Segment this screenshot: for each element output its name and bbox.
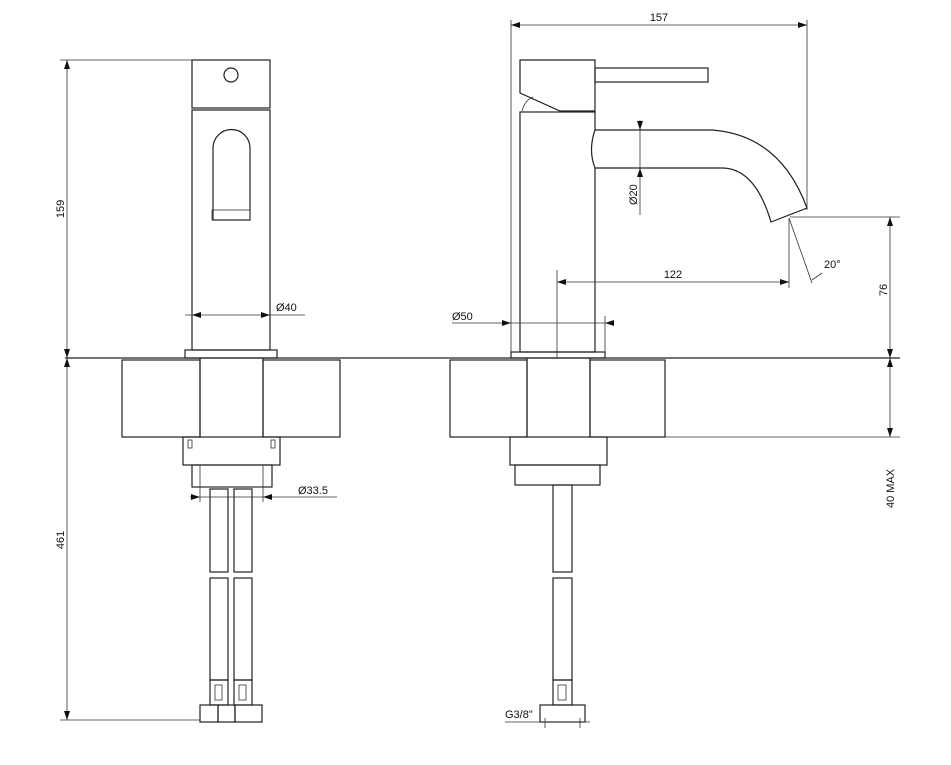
front-body: [191, 109, 271, 351]
side-base-plate: [510, 351, 606, 359]
aerator: [211, 209, 251, 221]
front-view: 159 461 Ø40 Ø33.5: [55, 59, 341, 723]
counter-section-left: [121, 359, 201, 438]
thread-label: G3/8": [505, 709, 533, 721]
side-hose: [539, 484, 586, 723]
spout-reach-label: 122: [664, 269, 682, 281]
counter-thickness-label: 40 MAX: [885, 468, 897, 508]
base-diameter-label: Ø50: [452, 311, 473, 323]
lever-pin-hole: [223, 67, 239, 83]
body-diameter-label: Ø40: [276, 302, 297, 314]
flexible-hoses: [199, 488, 263, 723]
front-threaded-shank: [191, 464, 273, 488]
counter-section-left-side: [449, 359, 528, 438]
front-lever-cap: [191, 59, 271, 109]
counter-section-right-side: [589, 359, 666, 438]
connector-diameter-label: Ø33.5: [298, 485, 328, 497]
spout-opening: [212, 128, 251, 221]
front-base-plate: [184, 349, 278, 359]
side-body: [519, 111, 596, 353]
lever-handle: [594, 67, 709, 83]
front-fixing-nut: [182, 436, 281, 466]
spout-diameter-label: Ø20: [628, 184, 640, 205]
height-label: 159: [55, 200, 67, 218]
overall-length-label: 157: [650, 12, 668, 24]
side-fixing-nut: [509, 436, 608, 466]
spout-height-label: 76: [878, 284, 890, 296]
spout-angle-label: 20°: [824, 259, 841, 271]
side-lever-cap: [519, 59, 596, 112]
spout: [590, 129, 808, 223]
side-view: 157 Ø20 122 20° Ø50 76 40 MAX G3/8": [449, 12, 900, 728]
below-counter-label: 461: [55, 531, 67, 549]
counter-section-right: [262, 359, 341, 438]
